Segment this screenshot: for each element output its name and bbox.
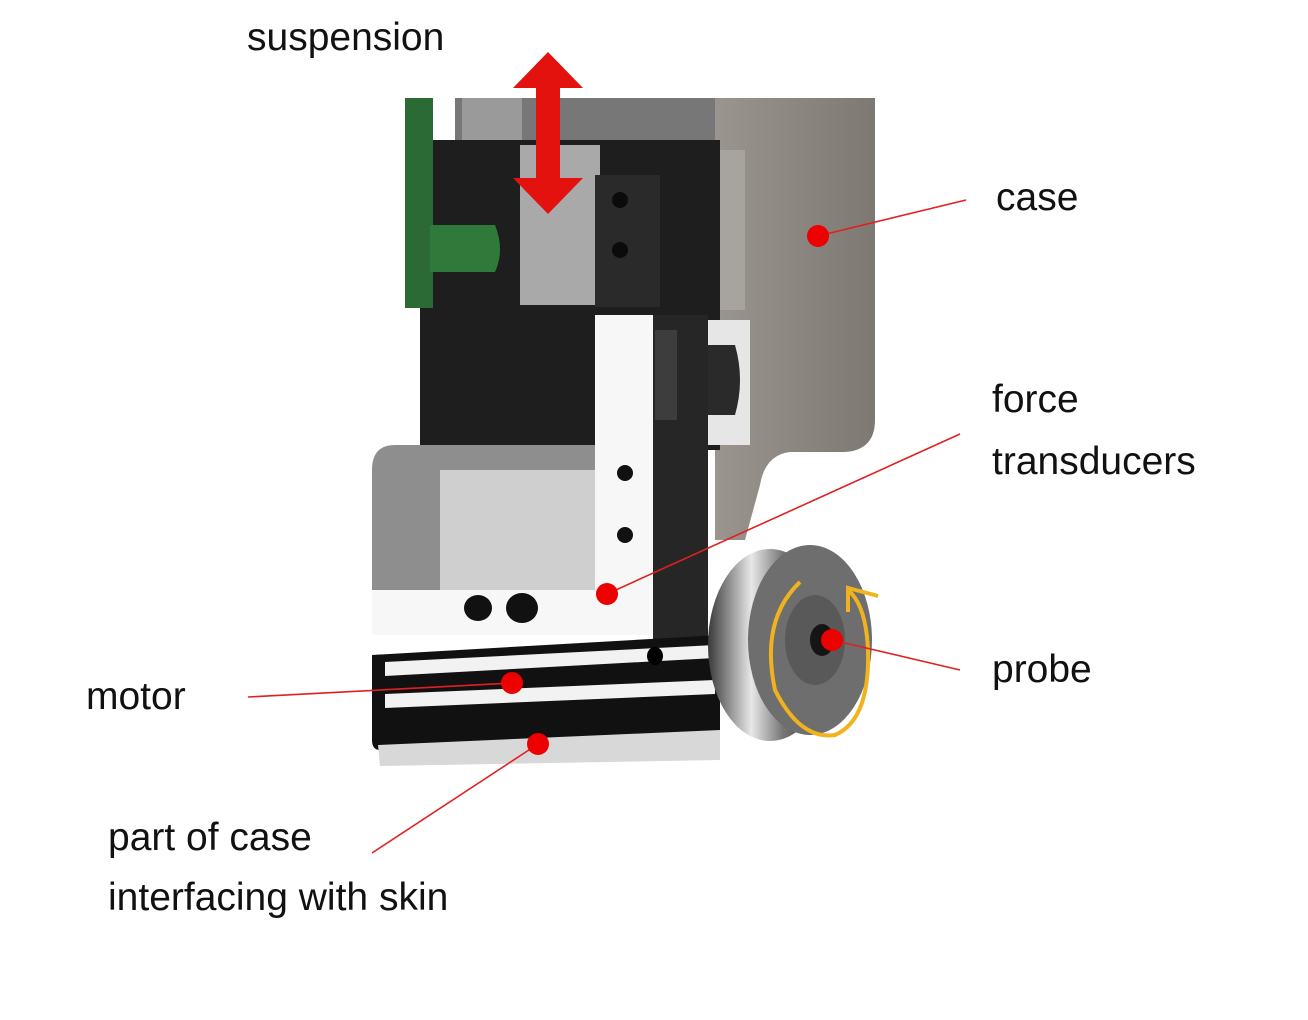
label-force-line2: transducers bbox=[992, 440, 1196, 483]
case-marker bbox=[807, 225, 829, 247]
skin-interface-case bbox=[378, 730, 720, 766]
suspension-arrow-icon bbox=[513, 52, 583, 214]
leader-lines bbox=[247, 199, 967, 854]
probe-marker bbox=[821, 629, 843, 651]
rotation-arrow-icon bbox=[768, 580, 871, 738]
label-case: case bbox=[996, 176, 1079, 219]
marker-dots bbox=[501, 225, 843, 755]
motor-marker bbox=[501, 672, 523, 694]
screw-block bbox=[595, 175, 660, 307]
motor bbox=[372, 635, 720, 750]
label-skin-line1: part of case bbox=[108, 816, 312, 859]
label-force-line1: force bbox=[992, 378, 1079, 421]
label-motor: motor bbox=[86, 675, 186, 718]
label-skin-line2: interfacing with skin bbox=[108, 876, 449, 919]
force-transducer-bracket bbox=[595, 315, 653, 615]
label-suspension: suspension bbox=[247, 16, 445, 59]
skin-marker bbox=[527, 733, 549, 755]
force-marker bbox=[596, 583, 618, 605]
case bbox=[715, 98, 875, 540]
green-part bbox=[405, 98, 433, 308]
label-probe: probe bbox=[992, 648, 1092, 691]
